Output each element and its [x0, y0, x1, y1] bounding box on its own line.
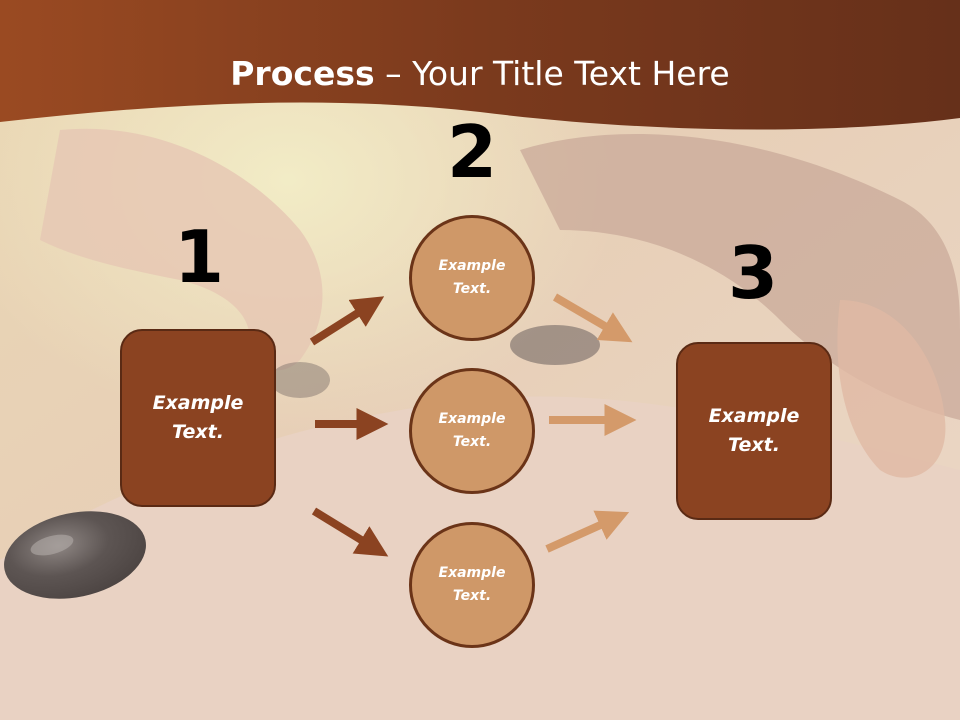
title-rest: – Your Title Text Here: [374, 54, 730, 93]
circle-top-line1: Example: [438, 258, 506, 274]
step-2-circle-top: Example Text.: [409, 215, 535, 341]
circle-bottom-line2: Text.: [452, 588, 492, 604]
step-1-box-text: Example Text.: [143, 389, 253, 447]
arrow-bottom-to-right: [545, 510, 630, 553]
slide-title: Process – Your Title Text Here: [0, 52, 960, 96]
step-3-box-line2: Text.: [728, 434, 780, 456]
circle-top-line2: Text.: [452, 281, 492, 297]
circle-bottom-line1: Example: [438, 565, 506, 581]
step-number-3: 3: [727, 231, 779, 315]
step-3-box-line1: Example: [708, 405, 800, 427]
arrow-left-to-top: [309, 296, 385, 346]
arrow-left-to-bottom: [311, 507, 389, 557]
step-1-box-line2: Text.: [172, 421, 224, 443]
arrow-top-to-right: [552, 293, 633, 343]
step-3-box-text: Example Text.: [699, 402, 809, 460]
circle-middle-text: Example Text.: [417, 408, 527, 454]
title-bold: Process: [230, 54, 375, 93]
circle-bottom-text: Example Text.: [417, 562, 527, 608]
circle-middle-line1: Example: [438, 411, 506, 427]
step-1-box: Example Text.: [120, 329, 276, 507]
step-number-2: 2: [446, 110, 498, 194]
step-1-box-line1: Example: [152, 392, 244, 414]
step-2-circle-bottom: Example Text.: [409, 522, 535, 648]
step-number-1: 1: [173, 215, 225, 299]
circle-top-text: Example Text.: [417, 255, 527, 301]
step-2-circle-middle: Example Text.: [409, 368, 535, 494]
step-3-box: Example Text.: [676, 342, 832, 520]
circle-middle-line2: Text.: [452, 434, 492, 450]
